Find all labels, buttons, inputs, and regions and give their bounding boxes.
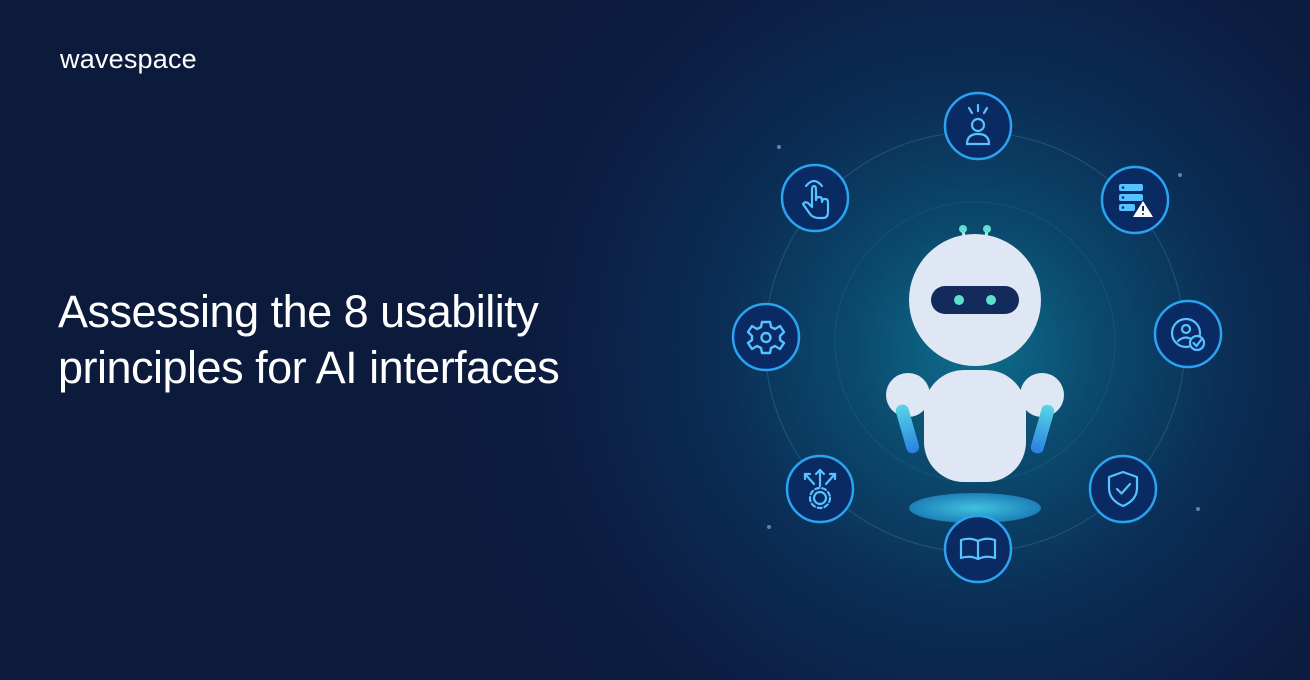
principle-badge-flexibility (785, 454, 855, 524)
principle-badge-interaction (780, 163, 850, 233)
robot-body (924, 370, 1026, 482)
decor-dot (777, 145, 781, 149)
user-alert-icon (965, 103, 991, 146)
robot-visor (931, 286, 1019, 314)
robot-arm-right (1030, 404, 1055, 454)
principle-badge-control (1153, 299, 1223, 369)
robot-shoulder-right (1020, 373, 1064, 417)
robot-eye-left (954, 295, 964, 305)
shield-check-icon (1107, 470, 1139, 508)
title-line-1: Assessing the 8 usability (58, 286, 539, 337)
decor-dot (767, 525, 771, 529)
robot (886, 225, 1064, 482)
book-icon (959, 537, 997, 561)
robot-eye-right (986, 295, 996, 305)
principle-badge-visibility (943, 91, 1013, 161)
principle-badge-security (1088, 454, 1158, 524)
robot-arm-left (895, 404, 920, 454)
brand-logo: wavespace (60, 44, 197, 74)
gear-arrows-icon (803, 468, 837, 510)
robot-shoulder-left (886, 373, 930, 417)
user-check-icon (1170, 317, 1206, 352)
decor-dot (1178, 173, 1182, 177)
server-warning-icon (1119, 184, 1153, 217)
gear-icon (746, 320, 786, 355)
decor-dot (1196, 507, 1200, 511)
principle-badge-consistency (731, 302, 801, 372)
pointer-icon (801, 179, 830, 220)
title-line-2: principles for AI interfaces (58, 342, 560, 393)
robot-platform (909, 493, 1041, 523)
principle-badge-errors (1100, 165, 1170, 235)
page-title: Assessing the 8 usability principles for… (58, 284, 698, 396)
principle-badge-help (943, 514, 1013, 584)
